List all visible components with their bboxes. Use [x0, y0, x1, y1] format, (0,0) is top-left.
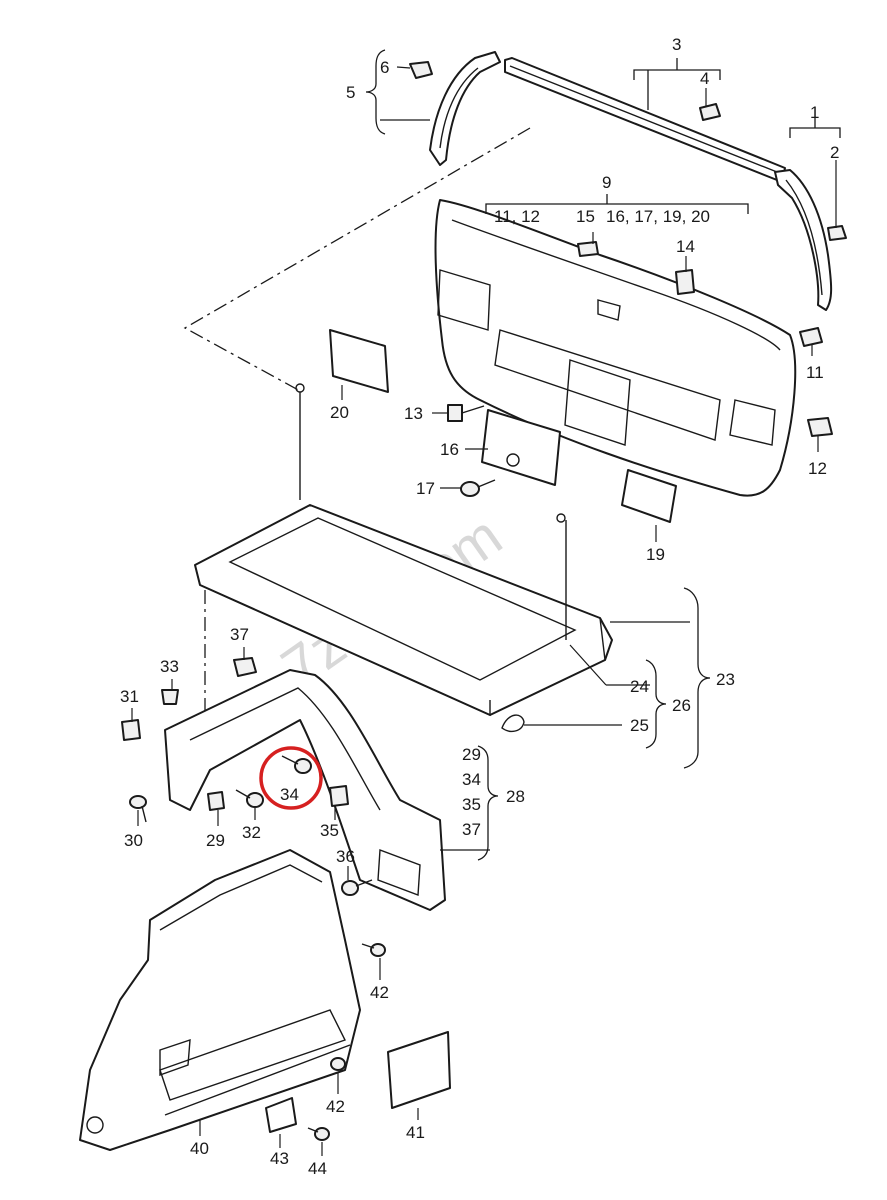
cover-19 [621, 469, 677, 523]
callout-1: 1 [810, 103, 819, 122]
braces [365, 49, 841, 861]
callout-43: 43 [270, 1149, 289, 1168]
callout-5: 5 [346, 83, 355, 102]
callout-2: 2 [830, 143, 839, 162]
callout-6: 6 [380, 58, 389, 77]
clip-35 [329, 785, 349, 807]
screw-32 [235, 789, 264, 808]
callout-16: 16 [440, 440, 459, 459]
callout-9-sub-c: 16, 17, 19, 20 [606, 207, 710, 226]
left-pillar-trim [429, 51, 501, 166]
callout-30: 30 [124, 831, 143, 850]
callout-29: 29 [206, 831, 225, 850]
parcel-shelf [194, 383, 613, 717]
callout-32: 32 [242, 823, 261, 842]
callout-9-sub-a: 11, 12 [494, 207, 540, 226]
callout-13: 13 [404, 404, 423, 423]
callout-40: 40 [190, 1139, 209, 1158]
clip-6 [409, 61, 433, 79]
highlight-circle [259, 746, 323, 810]
clip-12 [807, 417, 833, 437]
callout-14: 14 [676, 237, 695, 256]
screw-42-upper [361, 943, 386, 957]
tailgate-trim-panel [434, 199, 797, 497]
leader-lines [131, 66, 837, 1156]
clip-15 [577, 241, 599, 257]
clip-2 [827, 225, 847, 241]
callout-19: 19 [646, 545, 665, 564]
screw-42-lower [330, 1057, 346, 1071]
callout-31: 31 [120, 687, 139, 706]
callout-41: 41 [406, 1123, 425, 1142]
screw-36 [341, 879, 373, 896]
cover-43 [265, 1097, 297, 1133]
assembly-line-1 [183, 127, 531, 393]
handle-hole [506, 453, 520, 467]
callout-36: 36 [336, 847, 355, 866]
clip-4 [699, 103, 721, 121]
callout-24: 24 [630, 677, 649, 696]
callout-28-item-4: 37 [462, 820, 481, 839]
callout-28-item-2: 34 [462, 770, 481, 789]
side-bracket [164, 669, 446, 911]
callout-3: 3 [672, 35, 681, 54]
callout-42-upper: 42 [370, 983, 389, 1002]
callout-9: 9 [602, 173, 611, 192]
cover-20 [329, 329, 389, 393]
clip-37 [233, 657, 257, 677]
clip-11 [799, 327, 823, 347]
side-trim-panel [79, 849, 361, 1151]
callout-23: 23 [716, 670, 735, 689]
callout-9-sub-b: 15 [576, 207, 595, 226]
callout-28-item-1: 29 [462, 745, 481, 764]
clip-33 [161, 689, 179, 705]
roof-trim-strip [504, 57, 786, 183]
callout-42-lower: 42 [326, 1097, 345, 1116]
screw-17 [460, 479, 496, 497]
callout-34: 34 [280, 785, 299, 804]
clip-14 [675, 269, 695, 295]
cover-41 [387, 1031, 451, 1109]
screw-30 [129, 795, 147, 823]
clip-29 [207, 791, 225, 811]
callout-17: 17 [416, 479, 435, 498]
screw-13 [447, 404, 485, 422]
callout-11: 11 [806, 363, 824, 382]
callout-44: 44 [308, 1159, 327, 1178]
callout-28-item-3: 35 [462, 795, 481, 814]
callout-25: 25 [630, 716, 649, 735]
callout-37: 37 [230, 625, 249, 644]
callout-labels: 1 2 3 4 5 6 9 11, 12 15 16, 17, 19, 20 1… [120, 35, 839, 1178]
callout-28: 28 [506, 787, 525, 806]
callout-12: 12 [808, 459, 827, 478]
handle-cover-16 [481, 409, 561, 486]
callout-35: 35 [320, 821, 339, 840]
callout-20: 20 [330, 403, 349, 422]
screw-44 [307, 1127, 330, 1141]
clip-25 [501, 714, 525, 733]
callout-33: 33 [160, 657, 179, 676]
callout-4: 4 [700, 69, 709, 88]
clip-31 [121, 719, 141, 741]
right-pillar-trim [774, 169, 833, 311]
screw-34 [281, 755, 312, 774]
callout-26: 26 [672, 696, 691, 715]
